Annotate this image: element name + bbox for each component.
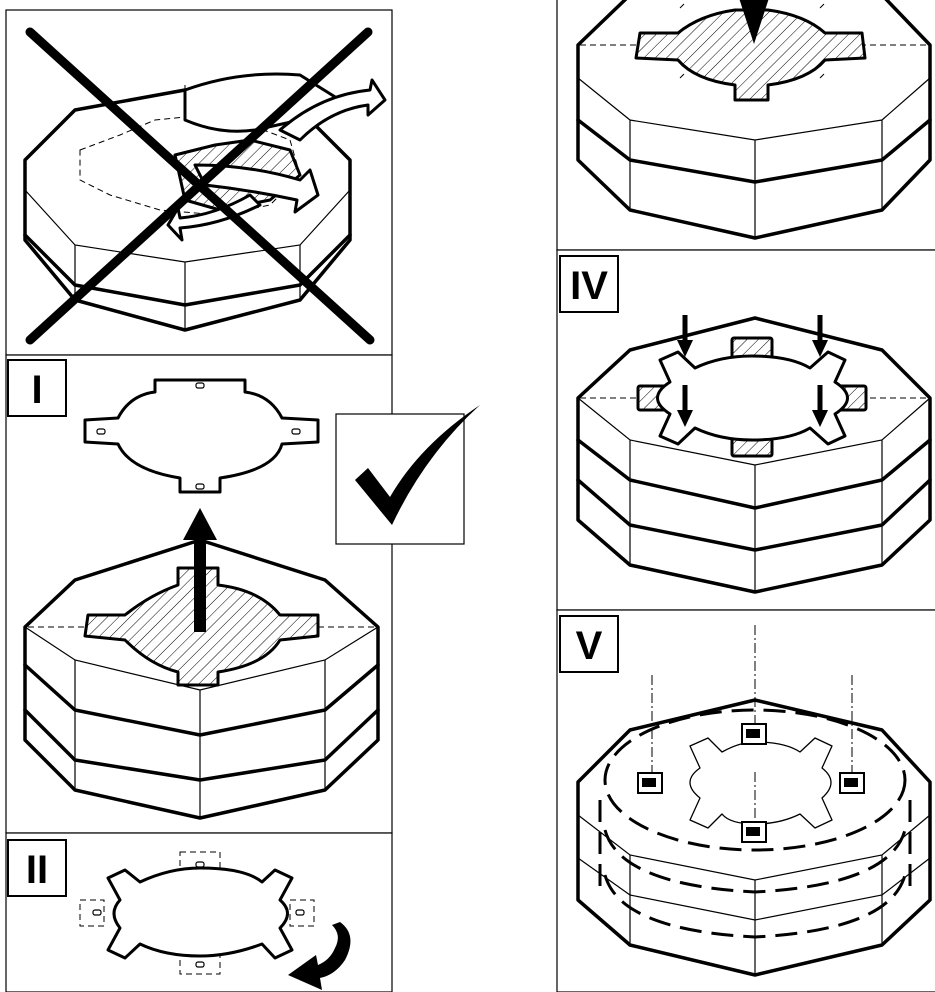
step-label-5: V (576, 624, 603, 668)
step-label-4: IV (570, 264, 608, 308)
panel-step-4: IV (556, 249, 935, 611)
panel-step-1: I (5, 354, 393, 834)
step-label-2: II (26, 848, 48, 892)
panel-wrong-method (5, 9, 393, 356)
panel-step-3 (556, 0, 935, 251)
step-label-1: I (31, 368, 42, 412)
panel-step-5: V (556, 609, 935, 992)
correct-checkmark (335, 405, 480, 545)
panel-step-2: II (5, 832, 393, 992)
